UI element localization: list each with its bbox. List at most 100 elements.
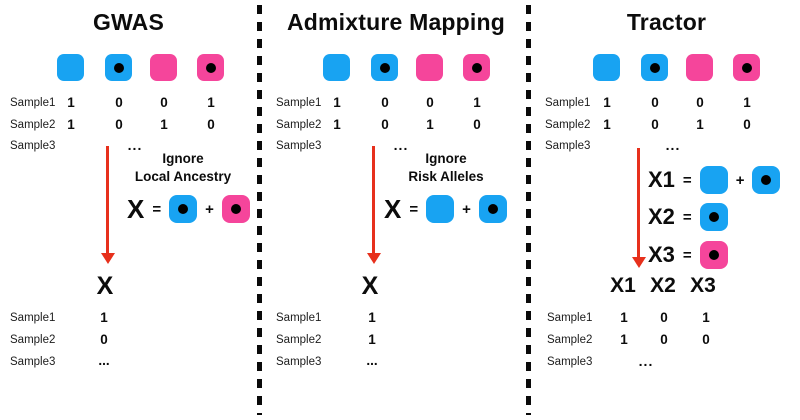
cell: 1 — [620, 332, 628, 347]
cell: 0 — [381, 117, 389, 132]
annotation: Ignore Risk Alleles — [376, 150, 516, 186]
cell: 1 — [603, 117, 611, 132]
cell: 0 — [702, 332, 710, 347]
cell: 0 — [651, 117, 659, 132]
row-label: Sample3 — [276, 140, 322, 152]
cell: 1 — [207, 95, 215, 110]
cell: 0 — [660, 310, 668, 325]
row-label: Sample1 — [545, 97, 591, 109]
output-header-x1: X1 — [610, 274, 636, 297]
haplotype-ancestry1-risk-icon — [478, 195, 507, 223]
plus-sign: + — [205, 200, 214, 218]
cell: 1 — [333, 117, 341, 132]
haplotype-ancestry2-risk-icon — [197, 54, 224, 81]
cell: 1 — [696, 117, 704, 132]
haplotype-ancestry2-icon — [150, 54, 177, 81]
cell: 1 — [160, 117, 168, 132]
formula-x3: X3 = — [648, 240, 728, 270]
equals-sign: = — [152, 200, 162, 218]
cell: 1 — [368, 310, 376, 325]
haplotype-ancestry2-icon — [416, 54, 443, 81]
haplotype-ancestry1-risk-icon — [641, 54, 668, 81]
cell: 0 — [115, 95, 123, 110]
annotation-line2: Risk Alleles — [408, 169, 484, 185]
cell: 1 — [620, 310, 628, 325]
haplotype-ancestry2-icon — [686, 54, 713, 81]
formula-lhs: X3 — [648, 242, 675, 267]
output-header-x3: X3 — [690, 274, 716, 297]
cell: 0 — [381, 95, 389, 110]
cell: 1 — [743, 95, 751, 110]
haplotype-ancestry1-risk-icon — [371, 54, 398, 81]
haplotype-ancestry2-risk-icon — [733, 54, 760, 81]
row-label: Sample1 — [547, 312, 593, 324]
row-label: Sample1 — [276, 97, 322, 109]
haplotype-ancestry1-icon — [699, 166, 728, 194]
cell: 0 — [100, 332, 108, 347]
formula-x: X = + — [384, 194, 507, 224]
plus-sign: + — [735, 171, 745, 189]
output-header-x2: X2 — [650, 274, 676, 297]
annotation-line2: Local Ancestry — [134, 169, 232, 185]
down-arrow-icon — [372, 146, 375, 254]
dashed-divider — [257, 5, 262, 415]
row-label: Sample3 — [10, 140, 56, 152]
formula-lhs: X2 — [648, 204, 675, 229]
ellipsis: ... — [393, 137, 409, 153]
formula-x1: X1 = + — [648, 165, 781, 195]
cell: 0 — [426, 95, 434, 110]
row-label: Sample2 — [10, 119, 56, 131]
cell: 1 — [368, 332, 376, 347]
equals-sign: = — [409, 200, 419, 218]
cell: 1 — [603, 95, 611, 110]
row-label: Sample3 — [545, 140, 591, 152]
haplotype-ancestry1-icon — [323, 54, 350, 81]
haplotype-ancestry1-risk-icon — [169, 195, 198, 223]
haplotype-ancestry1-risk-icon — [699, 203, 728, 231]
panel-tractor: Tractor Sample1 1 0 0 1 Sample2 1 0 1 0 … — [533, 0, 800, 420]
panel-title: GWAS — [92, 9, 165, 35]
formula-lhs: X — [127, 194, 145, 224]
haplotype-ancestry2-risk-icon — [699, 241, 728, 269]
row-label: Sample3 — [10, 356, 56, 368]
row-label: Sample2 — [10, 334, 56, 346]
ellipsis: ... — [638, 353, 654, 369]
haplotype-ancestry1-icon — [57, 54, 84, 81]
cell: ... — [98, 353, 110, 368]
cell: 1 — [333, 95, 341, 110]
haplotype-ancestry1-risk-icon — [752, 166, 781, 194]
haplotype-ancestry1-icon — [426, 195, 455, 223]
panel-title: Admixture Mapping — [286, 9, 506, 35]
haplotype-ancestry1-icon — [593, 54, 620, 81]
cell: 1 — [473, 95, 481, 110]
cell: 0 — [207, 117, 215, 132]
annotation-line1: Ignore — [162, 151, 204, 166]
cell: 0 — [473, 117, 481, 132]
ellipsis: ... — [127, 137, 143, 153]
cell: 0 — [160, 95, 168, 110]
cell: ... — [366, 353, 378, 368]
panel-gwas: GWAS Sample1 1 0 0 1 Sample2 1 0 1 0 Sam… — [0, 0, 257, 420]
cell: 0 — [743, 117, 751, 132]
dashed-divider — [526, 5, 531, 415]
row-label: Sample2 — [545, 119, 591, 131]
cell: 0 — [696, 95, 704, 110]
annotation-line1: Ignore — [425, 151, 467, 166]
row-label: Sample1 — [276, 312, 322, 324]
output-header: X — [96, 272, 114, 300]
formula-x2: X2 = — [648, 202, 728, 232]
annotation: Ignore Local Ancestry — [113, 150, 253, 186]
haplotype-ancestry1-risk-icon — [105, 54, 132, 81]
output-header: X — [361, 272, 379, 300]
cell: 1 — [100, 310, 108, 325]
down-arrow-icon — [106, 146, 109, 254]
cell: 0 — [115, 117, 123, 132]
haplotype-ancestry2-risk-icon — [463, 54, 490, 81]
equals-sign: = — [682, 171, 692, 189]
formula-x: X = + — [127, 194, 250, 224]
haplotype-ancestry2-risk-icon — [221, 195, 250, 223]
cell: 1 — [702, 310, 710, 325]
down-arrow-icon — [637, 148, 640, 258]
cell: 1 — [426, 117, 434, 132]
